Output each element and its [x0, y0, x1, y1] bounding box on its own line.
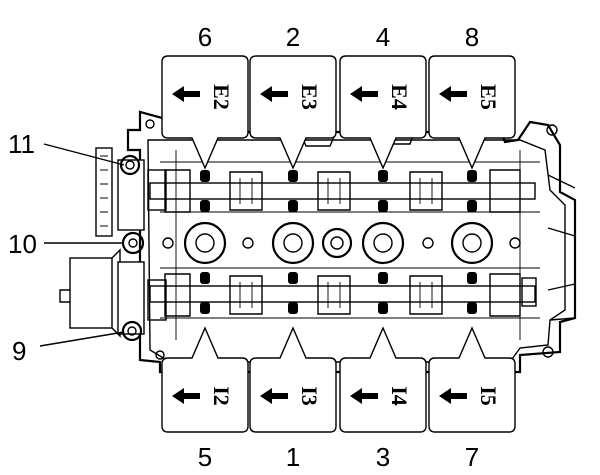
cap-E5: 8 E5: [428, 22, 516, 170]
bolt-label-9: 9: [12, 331, 125, 366]
left-arrow-icon: [439, 86, 467, 102]
bolt-label-10: 10: [8, 229, 124, 259]
cap-label: E4: [387, 84, 412, 110]
cap-I3: I3 1: [249, 326, 337, 472]
spark-plug-wells: [162, 221, 521, 265]
cap-label: I3: [297, 386, 322, 406]
cap-I4: I4 3: [339, 326, 427, 472]
intake-camshaft: [149, 273, 537, 317]
cap-I2: I2 5: [161, 326, 249, 472]
bolt-label-11: 11: [8, 129, 125, 166]
tightening-order-number: 11: [8, 129, 35, 159]
bottom-cap-labels: I2 5 I3 1 I4 3 I5 7: [161, 326, 516, 472]
left-arrow-icon: [350, 388, 378, 404]
tightening-order-number: 9: [12, 336, 26, 366]
tightening-order-number: 3: [376, 442, 390, 472]
cap-label: I5: [476, 386, 501, 406]
side-labels: 11 10 9: [8, 129, 125, 366]
left-arrow-icon: [350, 86, 378, 102]
exhaust-camshaft: [149, 169, 536, 213]
cap-label: E3: [297, 84, 322, 110]
left-arrow-icon: [172, 86, 200, 102]
bearing-cap-bolts-intake: [200, 272, 477, 314]
left-arrow-icon: [260, 388, 288, 404]
tightening-order-number: 1: [286, 442, 300, 472]
tightening-order-number: 5: [198, 442, 212, 472]
cap-label: E5: [476, 84, 501, 110]
leader-line: [43, 143, 125, 166]
cap-E2: 6 E2: [161, 22, 249, 170]
cap-label: E2: [209, 84, 234, 110]
tightening-order-number: 4: [376, 22, 390, 52]
cap-E4: 4 E4: [339, 22, 427, 170]
left-arrow-icon: [260, 86, 288, 102]
left-arrow-icon: [439, 388, 467, 404]
tightening-order-number: 7: [465, 442, 479, 472]
left-arrow-icon: [172, 388, 200, 404]
tightening-order-number: 2: [286, 22, 300, 52]
top-cap-labels: 6 E2 2 E3 4 E4 8 E5: [161, 22, 516, 170]
tightening-order-number: 10: [8, 229, 37, 259]
cap-label: I2: [209, 386, 234, 406]
cap-label: I4: [387, 386, 412, 406]
tightening-order-number: 6: [198, 22, 212, 52]
timing-end: [59, 147, 167, 342]
tightening-order-number: 8: [465, 22, 479, 52]
bearing-cap-bolts-exhaust: [200, 170, 477, 212]
leader-line: [39, 331, 125, 347]
cap-E3: 2 E3: [249, 22, 337, 170]
cap-I5: I5 7: [428, 326, 516, 472]
